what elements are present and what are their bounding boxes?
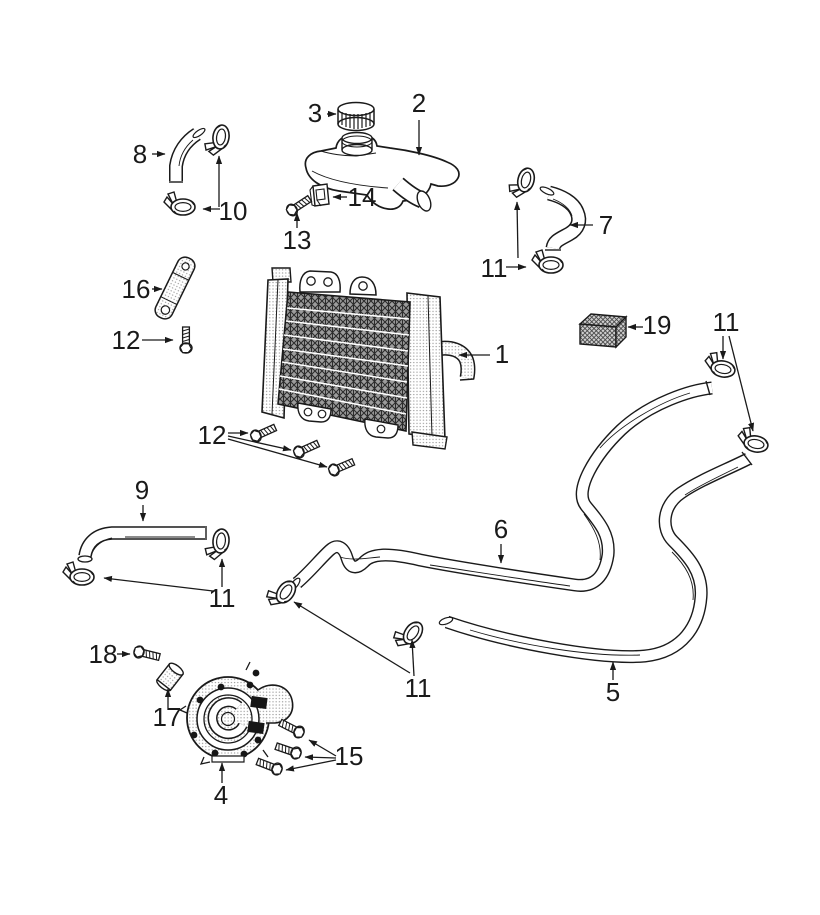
bolt-15-b [273,739,304,762]
callout-6: 6 [494,514,508,544]
bolt-12-a [248,421,279,445]
support-bracket-part [154,256,196,320]
callout-9: 9 [135,475,149,505]
spacer-bushing-part [156,662,184,692]
radiator-part [261,267,476,450]
clamp-10-lower [163,191,196,216]
callout-1: 1 [495,339,509,369]
callout-4: 4 [214,780,228,810]
leader-lines [103,110,755,783]
clip-bracket-part [309,183,330,207]
bolt-13 [283,192,314,219]
bolt-18 [131,644,162,664]
reservoir-cap-part [337,101,375,132]
bolt-15-a [276,716,307,741]
callout-14: 14 [348,182,377,212]
callout-11-a: 11 [481,253,508,283]
upper-hose-part [289,380,713,592]
insulator-pad-part [578,313,628,349]
clamp-11-hose5-end [389,613,428,654]
callout-17: 17 [153,702,182,732]
bolt-12-left [179,326,193,354]
clamp-11-right-upper [702,350,739,380]
callout-2: 2 [412,88,426,118]
bolt-12-c [326,455,357,479]
callout-5: 5 [606,677,620,707]
clamp-11-hose9-left [62,561,95,586]
callout-11-e: 11 [405,673,432,703]
callout-8: 8 [133,139,147,169]
elbow-hose-part [539,185,587,251]
clamp-11-hose7-upper [506,163,538,202]
callout-11-b: 11 [713,307,740,337]
callout-11-d: 11 [209,583,236,613]
clamp-11-hose7-lower [531,249,564,274]
straight-hose-part [77,526,207,563]
callout-13: 13 [283,225,312,255]
callout-10: 10 [219,196,248,226]
callout-18: 18 [89,639,118,669]
callout-7: 7 [599,210,613,240]
callout-15: 15 [335,741,364,771]
callout-16: 16 [122,274,151,304]
clamp-10-upper [202,122,232,158]
water-pump-part [178,661,294,765]
callout-12-trio: 12 [198,420,227,450]
callout-3: 3 [308,98,322,128]
bolt-15-c [254,755,285,778]
callout-labels: 8 10 3 2 14 13 11 7 16 12 1 19 11 12 9 1… [89,88,740,810]
clamp-11-hose9-right [203,526,231,562]
callout-19: 19 [643,310,672,340]
callout-12-left: 12 [112,325,141,355]
lower-hose-part [438,451,753,664]
bolt-12-b [291,437,322,461]
overflow-hose-part [169,127,206,183]
